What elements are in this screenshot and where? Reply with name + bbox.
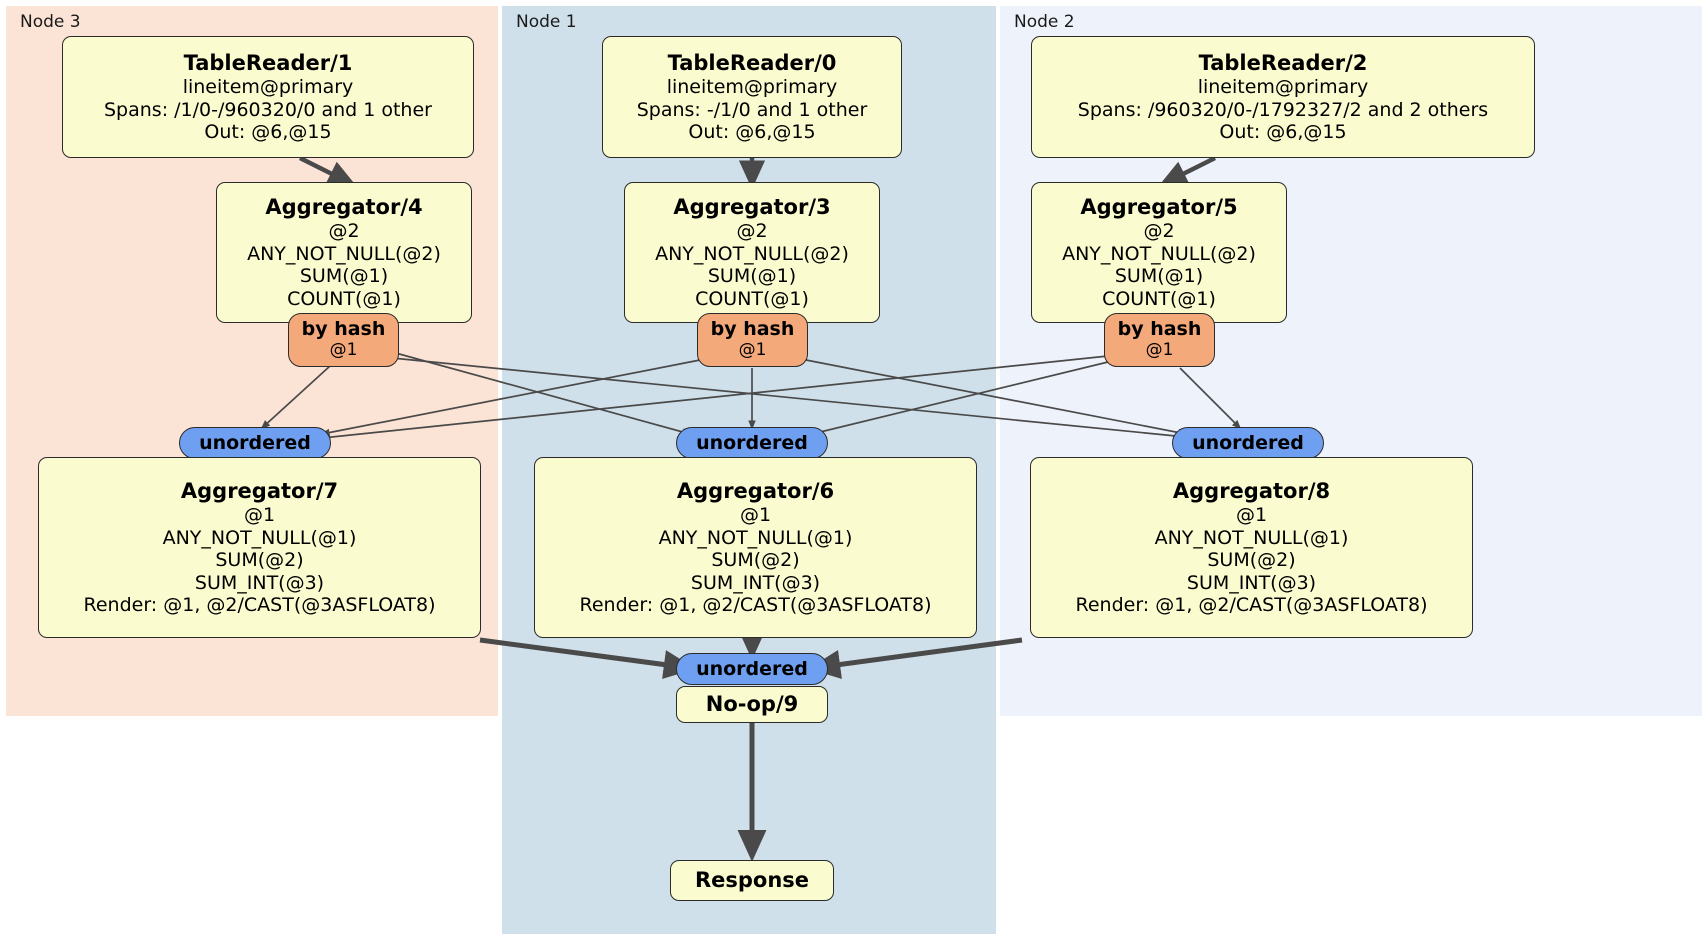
synchronizer-unordered-final[interactable]: unordered: [676, 653, 828, 685]
processor-line: SUM_INT(@3): [1186, 571, 1317, 594]
processor-line: Out: @6,@15: [1219, 121, 1347, 143]
processor-title: Aggregator/3: [673, 194, 831, 219]
processor-line: Spans: /960320/0-/1792327/2 and 2 others: [1077, 98, 1489, 121]
synchronizer-label: unordered: [1192, 431, 1304, 454]
router-column: @1: [329, 339, 358, 360]
processor-line: @1: [243, 504, 276, 527]
processor-line: ANY_NOT_NULL(@1): [1154, 526, 1349, 549]
processor-line: lineitem@primary: [666, 76, 838, 99]
processor-line: COUNT(@1): [287, 287, 401, 310]
processor-line: Spans: /1/0-/960320/0 and 1 other: [104, 98, 432, 121]
panel-label-node1: Node 1: [516, 12, 577, 32]
processor-line: SUM_INT(@3): [690, 571, 821, 594]
processor-aggregator-3[interactable]: Aggregator/3 @2 ANY_NOT_NULL(@2) SUM(@1)…: [624, 182, 880, 323]
processor-line: COUNT(@1): [1102, 287, 1216, 310]
processor-line: SUM_INT(@3): [194, 571, 325, 594]
router-by-hash-right[interactable]: by hash @1: [1104, 313, 1215, 367]
processor-aggregator-6[interactable]: Aggregator/6 @1 ANY_NOT_NULL(@1) SUM(@2)…: [534, 457, 977, 638]
processor-response[interactable]: Response: [670, 860, 834, 901]
processor-line: COUNT(@1): [695, 287, 809, 310]
processor-aggregator-8[interactable]: Aggregator/8 @1 ANY_NOT_NULL(@1) SUM(@2)…: [1030, 457, 1473, 638]
processor-line: @2: [736, 220, 768, 243]
processor-line: ANY_NOT_NULL(@1): [162, 526, 357, 549]
processor-line: SUM(@2): [711, 549, 800, 572]
processor-line: Render: @1, @2/CAST(@3ASFLOAT8): [1075, 593, 1428, 616]
processor-line: SUM(@2): [215, 549, 304, 572]
synchronizer-label: unordered: [199, 431, 311, 454]
processor-line: Out: @6,@15: [204, 121, 332, 143]
processor-title: TableReader/1: [183, 50, 353, 75]
processor-title: Aggregator/8: [1172, 478, 1331, 503]
router-title: by hash: [710, 317, 795, 340]
processor-line: ANY_NOT_NULL(@2): [247, 242, 441, 265]
router-title: by hash: [301, 317, 386, 340]
synchronizer-label: unordered: [696, 431, 808, 454]
processor-title: Aggregator/4: [265, 194, 423, 219]
router-column: @1: [738, 339, 767, 360]
router-by-hash-left[interactable]: by hash @1: [288, 313, 399, 367]
panel-label-node2: Node 2: [1014, 12, 1075, 32]
processor-table-reader-1[interactable]: TableReader/1 lineitem@primary Spans: /1…: [62, 36, 474, 158]
processor-title: Aggregator/7: [180, 478, 339, 503]
processor-line: @2: [328, 220, 360, 243]
processor-aggregator-7[interactable]: Aggregator/7 @1 ANY_NOT_NULL(@1) SUM(@2)…: [38, 457, 481, 638]
processor-line: SUM(@1): [299, 265, 389, 288]
router-column: @1: [1145, 339, 1174, 360]
processor-line: ANY_NOT_NULL(@1): [658, 526, 853, 549]
processor-line: Render: @1, @2/CAST(@3ASFLOAT8): [579, 593, 932, 616]
processor-line: Spans: -/1/0 and 1 other: [636, 98, 868, 121]
router-title: by hash: [1117, 317, 1202, 340]
synchronizer-label: unordered: [696, 657, 808, 680]
processor-table-reader-2[interactable]: TableReader/2 lineitem@primary Spans: /9…: [1031, 36, 1535, 158]
processor-title: Aggregator/6: [676, 478, 835, 503]
processor-line: lineitem@primary: [1197, 76, 1369, 99]
router-by-hash-center[interactable]: by hash @1: [697, 313, 808, 367]
processor-line: ANY_NOT_NULL(@2): [655, 242, 849, 265]
processor-table-reader-0[interactable]: TableReader/0 lineitem@primary Spans: -/…: [602, 36, 902, 158]
processor-title: Aggregator/5: [1080, 194, 1238, 219]
synchronizer-unordered-left[interactable]: unordered: [179, 427, 331, 459]
processor-line: @1: [1235, 504, 1268, 527]
processor-line: SUM(@1): [1114, 265, 1204, 288]
processor-line: Out: @6,@15: [688, 121, 816, 143]
processor-title: No-op/9: [705, 691, 799, 716]
processor-line: ANY_NOT_NULL(@2): [1062, 242, 1256, 265]
processor-line: @1: [739, 504, 772, 527]
processor-line: @2: [1143, 220, 1175, 243]
processor-title: Response: [694, 867, 810, 892]
processor-line: lineitem@primary: [182, 76, 354, 99]
processor-title: TableReader/2: [1198, 50, 1368, 75]
processor-title: TableReader/0: [667, 50, 837, 75]
synchronizer-unordered-center[interactable]: unordered: [676, 427, 828, 459]
synchronizer-unordered-right[interactable]: unordered: [1172, 427, 1324, 459]
processor-aggregator-5[interactable]: Aggregator/5 @2 ANY_NOT_NULL(@2) SUM(@1)…: [1031, 182, 1287, 323]
processor-noop-9[interactable]: No-op/9: [676, 686, 828, 723]
processor-line: SUM(@2): [1207, 549, 1296, 572]
processor-line: SUM(@1): [707, 265, 797, 288]
processor-aggregator-4[interactable]: Aggregator/4 @2 ANY_NOT_NULL(@2) SUM(@1)…: [216, 182, 472, 323]
processor-line: Render: @1, @2/CAST(@3ASFLOAT8): [83, 593, 436, 616]
panel-label-node3: Node 3: [20, 12, 81, 32]
